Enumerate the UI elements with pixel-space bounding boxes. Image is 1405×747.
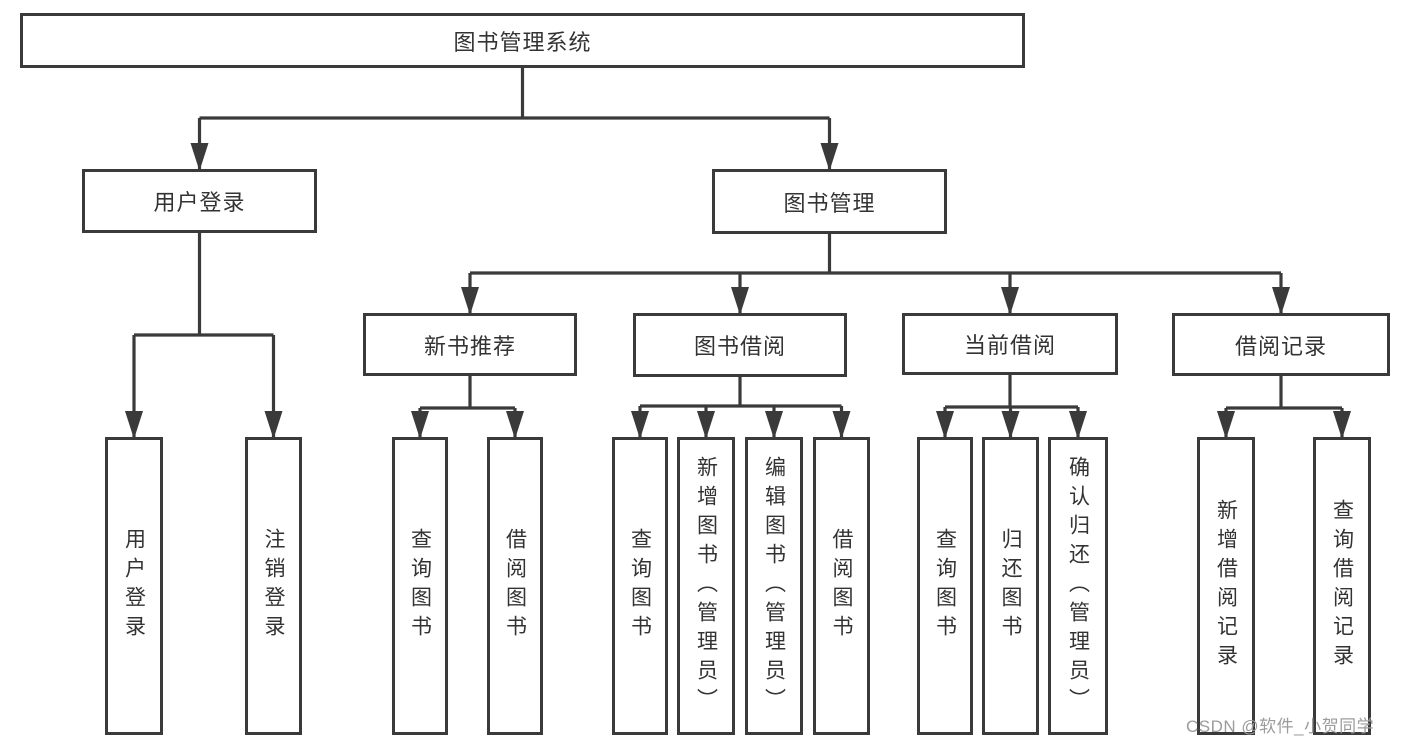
arrowhead-icon [411,411,429,439]
node-borrow-label: 图书借阅 [693,334,786,359]
arrowhead-icon [1069,411,1087,439]
node-record-add: 新增借阅记录 [1197,437,1255,735]
node-login-logout-label: 注销登录 [262,528,285,644]
arrowhead-icon [1217,411,1235,439]
arrowhead-icon [765,411,783,439]
node-current-return: 归还图书 [982,437,1039,735]
node-borrow-borrow: 借阅图书 [813,437,870,735]
arrowhead-icon [936,411,954,439]
node-current-query: 查询图书 [917,437,973,735]
node-mgmt-label: 图书管理 [783,190,876,216]
node-root-label: 图书管理系统 [453,29,592,55]
node-record-label: 借阅记录 [1234,333,1327,359]
node-borrow-edit-label: 编辑图书（管理员） [762,455,786,717]
arrowhead-icon [264,411,283,439]
arrowhead-icon [731,287,749,315]
node-rec-borrow-label: 借阅图书 [503,528,527,644]
arrowhead-icon [461,287,479,315]
node-login-logout: 注销登录 [245,437,302,735]
node-borrow-borrow-label: 借阅图书 [830,528,853,644]
node-login-user: 用户登录 [105,437,163,735]
node-root: 图书管理系统 [20,13,1025,68]
node-borrow-query: 查询图书 [612,437,668,735]
arrowhead-icon [1272,287,1290,315]
arrowhead-icon [820,143,839,171]
arrowhead-icon [125,411,143,439]
arrowhead-icon [631,411,649,439]
arrowhead-icon [1333,411,1351,439]
node-login: 用户登录 [82,169,317,233]
node-current-query-label: 查询图书 [933,528,957,644]
arrowhead-icon [832,411,851,439]
node-rec-label: 新书推荐 [423,333,516,359]
arrowhead-icon [506,411,524,439]
arrowhead-icon [697,411,715,439]
node-borrow-add-label: 新增图书（管理员） [694,455,718,717]
node-record-query-label: 查询借阅记录 [1330,499,1354,673]
node-borrow-add: 新增图书（管理员） [677,437,735,735]
node-borrow-query-label: 查询图书 [628,528,652,644]
node-rec-borrow: 借阅图书 [487,437,543,735]
node-record-query: 查询借阅记录 [1313,437,1371,735]
node-current: 当前借阅 [902,313,1118,375]
node-mgmt: 图书管理 [712,169,947,234]
arrowhead-icon [190,143,209,171]
node-current-return-label: 归还图书 [999,528,1022,644]
node-current-confirm: 确认归还（管理员） [1048,437,1108,735]
node-borrow-edit: 编辑图书（管理员） [745,437,803,735]
arrowhead-icon [1001,411,1020,439]
node-rec-query: 查询图书 [392,437,448,735]
watermark-text: CSDN @软件_小贺同学 [1186,717,1375,736]
node-current-label: 当前借阅 [963,333,1056,358]
arrowhead-icon [1001,287,1019,315]
node-login-user-label: 用户登录 [122,528,146,644]
node-rec: 新书推荐 [363,313,577,376]
node-borrow: 图书借阅 [633,313,847,377]
node-login-label: 用户登录 [153,190,246,215]
node-rec-query-label: 查询图书 [408,528,432,644]
node-record: 借阅记录 [1172,313,1390,376]
node-record-add-label: 新增借阅记录 [1214,499,1238,673]
node-current-confirm-label: 确认归还（管理员） [1066,455,1090,717]
